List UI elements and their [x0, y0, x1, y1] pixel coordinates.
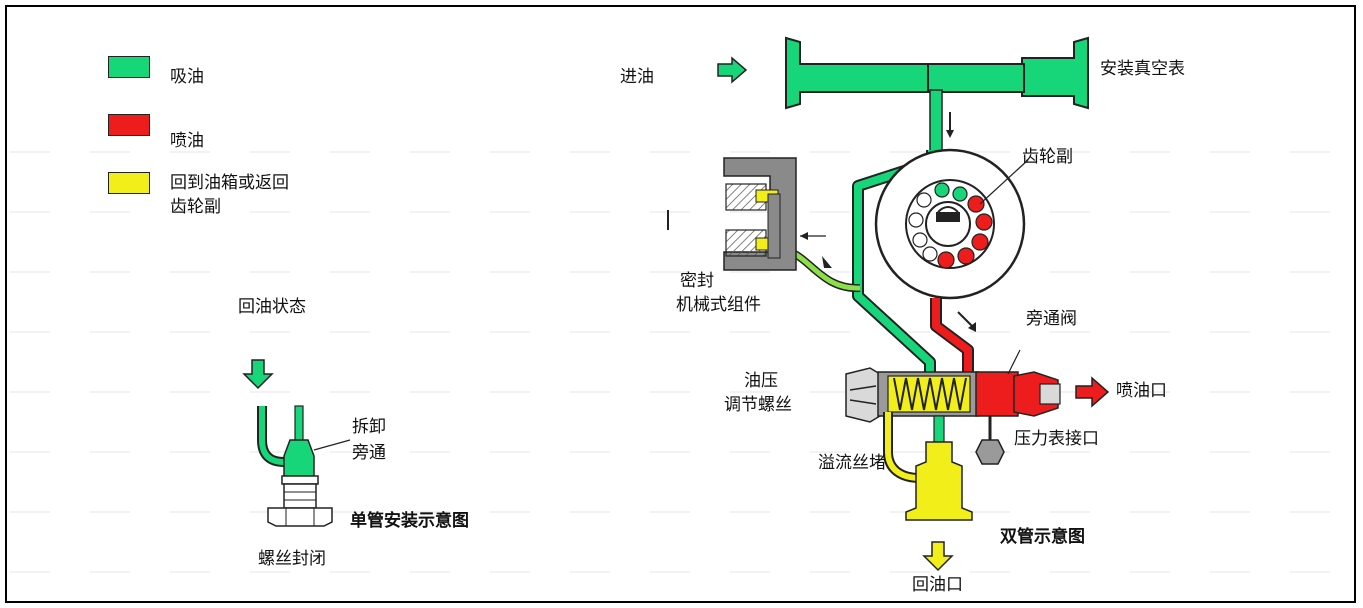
seal-assembly — [667, 157, 826, 271]
single-pipe-assembly — [257, 405, 351, 527]
legend-swatch-suction — [108, 56, 150, 78]
adjust-screw-label-line2: 调节螺丝 — [724, 395, 792, 415]
return-outlet-label: 回油口 — [912, 575, 963, 595]
seal-label-line1: 密封 — [680, 271, 714, 291]
single-pipe-title: 单管安装示意图 — [350, 511, 469, 531]
return-state-arrow-icon — [242, 359, 274, 390]
diagram-frame — [5, 5, 1356, 603]
gear-set — [874, 148, 1029, 300]
valve-body — [845, 349, 1061, 521]
remove-bypass-label-line1: 拆卸 — [352, 417, 386, 437]
seal-label-line2: 机械式组件 — [676, 295, 761, 315]
legend-swatch-spray — [108, 114, 150, 136]
vacuum-gauge-label: 安装真空表 — [1100, 59, 1185, 79]
legend-label-return: 回到油箱或返回 — [170, 173, 289, 193]
gear-set-label: 齿轮副 — [1022, 147, 1073, 167]
legend-swatch-return — [108, 172, 150, 194]
inlet-label: 进油 — [620, 67, 654, 87]
nozzle-arrow-icon — [1075, 376, 1110, 408]
remove-bypass-label-line2: 旁通 — [352, 443, 386, 463]
legend-label-return-line2: 齿轮副 — [170, 197, 221, 217]
inlet-manifold — [785, 36, 1089, 153]
screw-seal-label: 螺丝封闭 — [258, 549, 326, 569]
watermark — [10, 151, 1352, 573]
legend-label-suction: 吸油 — [170, 67, 204, 87]
gauge-port-label: 压力表接口 — [1014, 429, 1099, 449]
double-pipe-title: 双管示意图 — [1000, 527, 1085, 547]
legend-label-spray: 喷油 — [170, 131, 204, 151]
bypass-valve-label: 旁通阀 — [1026, 309, 1077, 329]
overflow-plug-label: 溢流丝堵 — [818, 453, 886, 473]
return-state-label: 回油状态 — [238, 297, 306, 317]
pressure-line — [930, 298, 976, 378]
inlet-arrow-icon — [717, 56, 748, 84]
nozzle-outlet-label: 喷油口 — [1116, 381, 1167, 401]
return-arrow-icon — [922, 541, 954, 572]
adjust-screw-label-line1: 油压 — [744, 371, 778, 391]
